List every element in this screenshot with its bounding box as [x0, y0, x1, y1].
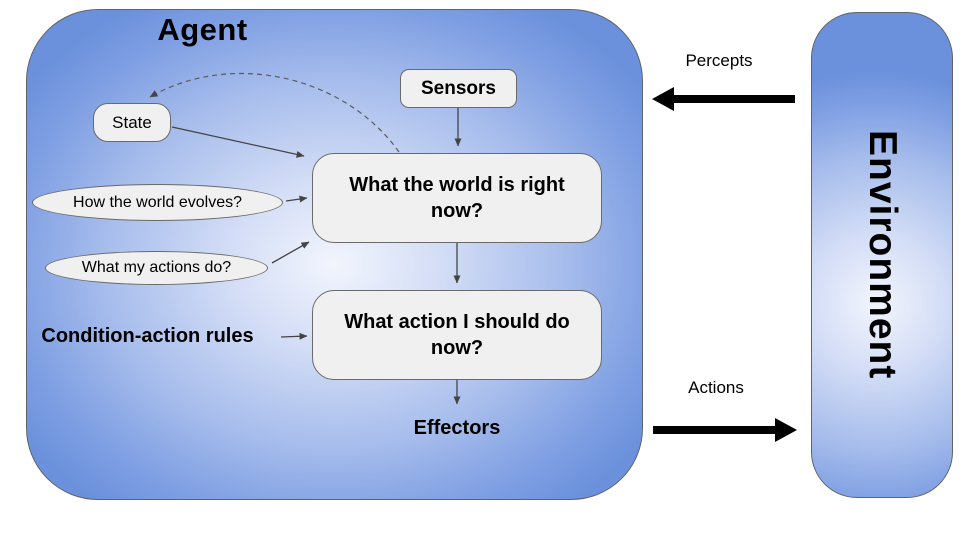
- actions-arrow: [653, 418, 797, 442]
- state-node: State: [93, 103, 171, 142]
- world-state-node: What the world is right now?: [312, 153, 602, 243]
- condition-action-rules-label: Condition-action rules: [41, 325, 254, 347]
- actions-label: Actions: [688, 378, 744, 397]
- percepts-arrow: [652, 87, 795, 111]
- environment-container: [811, 12, 953, 498]
- action-decision-label: What action I should do now?: [344, 311, 570, 359]
- environment-title: Environment: [861, 130, 904, 380]
- how-world-evolves-label: How the world evolves?: [73, 193, 242, 211]
- world-state-label: What the world is right now?: [349, 174, 565, 222]
- state-label: State: [112, 112, 152, 132]
- effectors-label: Effectors: [413, 417, 501, 439]
- what-my-actions-do-label: What my actions do?: [81, 259, 232, 276]
- action-decision-node: What action I should do now?: [312, 290, 602, 380]
- sensors-node: Sensors: [400, 69, 517, 108]
- percepts-label: Percepts: [685, 51, 753, 70]
- how-world-evolves-node: How the world evolves?: [32, 184, 283, 221]
- what-my-actions-do-node: What my actions do?: [45, 251, 268, 285]
- agent-title: Agent: [157, 12, 248, 47]
- sensors-label: Sensors: [421, 77, 496, 99]
